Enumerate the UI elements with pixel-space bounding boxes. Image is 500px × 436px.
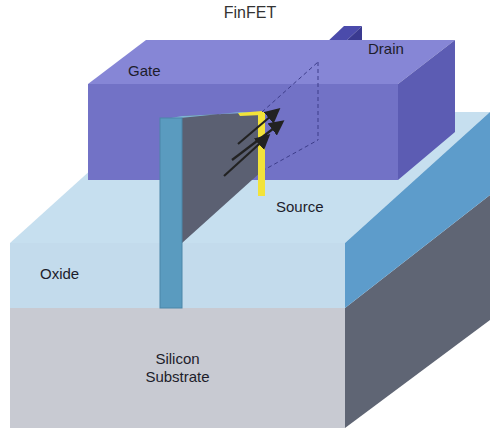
part-label: Gate xyxy=(128,62,161,80)
figure-title: FinFET xyxy=(0,4,500,22)
substrate-region: Silicon Substrate xyxy=(10,308,345,428)
part-label: Oxide xyxy=(40,265,79,283)
part-label: Silicon Substrate xyxy=(133,350,223,386)
oxide-region: Oxide xyxy=(10,243,345,308)
hidden-edge xyxy=(318,62,319,140)
fin-front xyxy=(160,118,182,308)
gate-top xyxy=(88,40,455,84)
current-arrow xyxy=(224,136,268,176)
substrate-front xyxy=(10,308,345,428)
gate-oxide-top xyxy=(238,111,262,116)
fin-side xyxy=(182,112,262,243)
gate-side xyxy=(398,40,455,180)
hidden-edge xyxy=(262,62,318,112)
gate-region: Gate xyxy=(88,40,398,180)
current-arrow xyxy=(238,110,278,144)
drain-label: Drain xyxy=(368,40,404,58)
source-label: Source xyxy=(276,198,324,216)
hidden-edge xyxy=(262,140,318,171)
